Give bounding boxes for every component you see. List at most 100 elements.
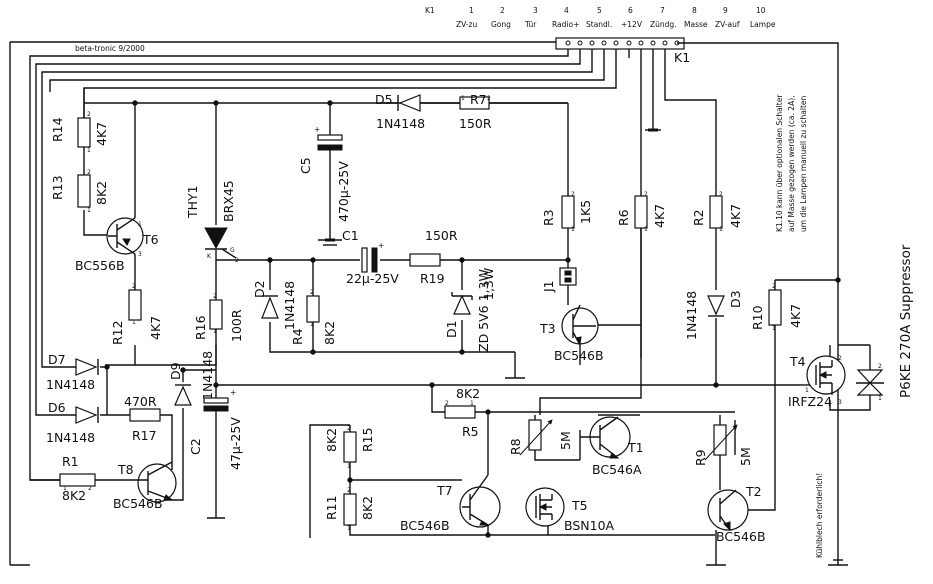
- r5-val: 8K2: [456, 386, 480, 401]
- capacitors: [203, 134, 378, 412]
- svg-text:+: +: [378, 241, 384, 250]
- svg-text:1: 1: [213, 328, 217, 335]
- c2-plate: [203, 397, 229, 404]
- note-line-1: K1.10 kann über optionalen Schalter: [775, 94, 784, 232]
- suppressor-label: P6KE 270A Suppressor: [898, 244, 914, 398]
- note-line-2: auf Masse gezogen werden (ca. 2A),: [787, 95, 796, 232]
- svg-text:+: +: [230, 388, 236, 397]
- r10-val: 4K7: [788, 304, 803, 328]
- d2-diode: [261, 296, 279, 319]
- svg-text:1: 1: [772, 325, 776, 332]
- svg-text:K: K: [207, 253, 212, 260]
- d1-ref: D1: [444, 320, 459, 338]
- t8-ref: T8: [117, 462, 134, 477]
- svg-text:2: 2: [772, 283, 776, 290]
- header-k1: K1: [425, 6, 435, 15]
- header-fn-4: Radio+: [552, 20, 579, 29]
- r4-resistor: [306, 295, 320, 323]
- r10-resistor: [768, 289, 782, 326]
- svg-text:+: +: [314, 125, 320, 134]
- svg-text:1: 1: [138, 221, 142, 228]
- r19-ref: R19: [420, 271, 445, 286]
- header-fn-5: Standl.: [586, 20, 612, 29]
- svg-text:1: 1: [347, 463, 351, 470]
- r13-resistor: [77, 174, 91, 208]
- t1-val: BC546A: [592, 462, 642, 477]
- header-num-2: 2: [500, 6, 505, 15]
- d7-val: 1N4148: [46, 377, 95, 392]
- svg-text:2: 2: [88, 485, 92, 492]
- svg-text:2: 2: [487, 95, 491, 102]
- svg-text:2: 2: [445, 400, 449, 407]
- d5-val: 1N4148: [376, 116, 425, 131]
- heatsink-note: Kühlblech erforderlich!: [815, 473, 824, 558]
- r12-ref: R12: [110, 320, 125, 345]
- svg-text:2: 2: [347, 425, 351, 432]
- r1-resistor: [59, 473, 96, 487]
- header-num-3: 3: [533, 6, 538, 15]
- r14-resistor: [77, 117, 91, 148]
- r5-ref: R5: [462, 424, 479, 439]
- header-num-9: 9: [723, 6, 728, 15]
- svg-text:2: 2: [571, 191, 575, 198]
- svg-text:2: 2: [719, 191, 723, 198]
- thy1-val: BRX45: [221, 180, 236, 222]
- thy1-thyristor: [204, 227, 228, 250]
- r11-resistor: [343, 493, 357, 526]
- c5-val: 470µ-25V: [336, 161, 351, 222]
- d6-diode: [75, 406, 98, 424]
- t7-ref: T7: [436, 483, 453, 498]
- r1-val: 8K2: [62, 488, 86, 503]
- header-fn-7: Zündg.: [650, 20, 677, 29]
- svg-text:2: 2: [838, 355, 842, 362]
- r17-ref: R17: [132, 428, 157, 443]
- d6-ref: D6: [48, 400, 66, 415]
- d3-val: 1N4148: [684, 291, 699, 340]
- ground-symbols: [325, 128, 658, 242]
- t6-transistor: [106, 217, 144, 255]
- r13-ref: R13: [50, 175, 65, 200]
- r13-val: 8K2: [94, 181, 109, 205]
- t2-transistor: [707, 489, 749, 532]
- t2-ref: T2: [745, 484, 762, 499]
- d5-ref: D5: [375, 92, 393, 107]
- header-num-1: 1: [469, 6, 474, 15]
- d9-diode: [174, 385, 192, 406]
- d1-zener: [453, 294, 471, 315]
- d1-val: ZD 5V6 1,3W: [476, 269, 491, 352]
- d7-ref: D7: [48, 352, 66, 367]
- r10-ref: R10: [750, 305, 765, 330]
- t7-transistor: [459, 474, 501, 528]
- r15-val: 8K2: [324, 428, 339, 452]
- r19-val2: 1,3W: [481, 268, 496, 300]
- svg-text:2: 2: [878, 363, 882, 370]
- c1-plate: [361, 247, 368, 273]
- r19-val: 150R: [425, 228, 458, 243]
- svg-text:G: G: [230, 247, 235, 254]
- r15-ref: R15: [360, 427, 375, 452]
- header-num-6: 6: [628, 6, 633, 15]
- c5-plate-neg: [317, 144, 343, 151]
- header-fn-1: ZV-zu: [456, 20, 477, 29]
- t5-val: BSN10A: [564, 518, 615, 533]
- t4-val: IRFZ24: [788, 394, 832, 409]
- svg-text:1: 1: [63, 485, 67, 492]
- r9-ref: R9: [693, 449, 708, 466]
- svg-text:1: 1: [132, 319, 136, 326]
- r16-ref: R16: [193, 315, 208, 340]
- svg-text:1: 1: [878, 395, 882, 402]
- side-notes: K1.10 kann über optionalen Schalter auf …: [775, 94, 914, 558]
- header-num-7: 7: [660, 6, 665, 15]
- r3-ref: R3: [541, 209, 556, 226]
- c1-ref: C1: [342, 228, 359, 243]
- diodes: [75, 94, 725, 424]
- svg-text:2: 2: [644, 191, 648, 198]
- c2-plate-neg: [203, 405, 229, 412]
- r14-ref: R14: [50, 117, 65, 142]
- c2-val: 47µ-25V: [228, 417, 243, 470]
- connector-k1: K1: [555, 37, 690, 65]
- svg-text:1: 1: [470, 400, 474, 407]
- t6-ref: T6: [142, 232, 159, 247]
